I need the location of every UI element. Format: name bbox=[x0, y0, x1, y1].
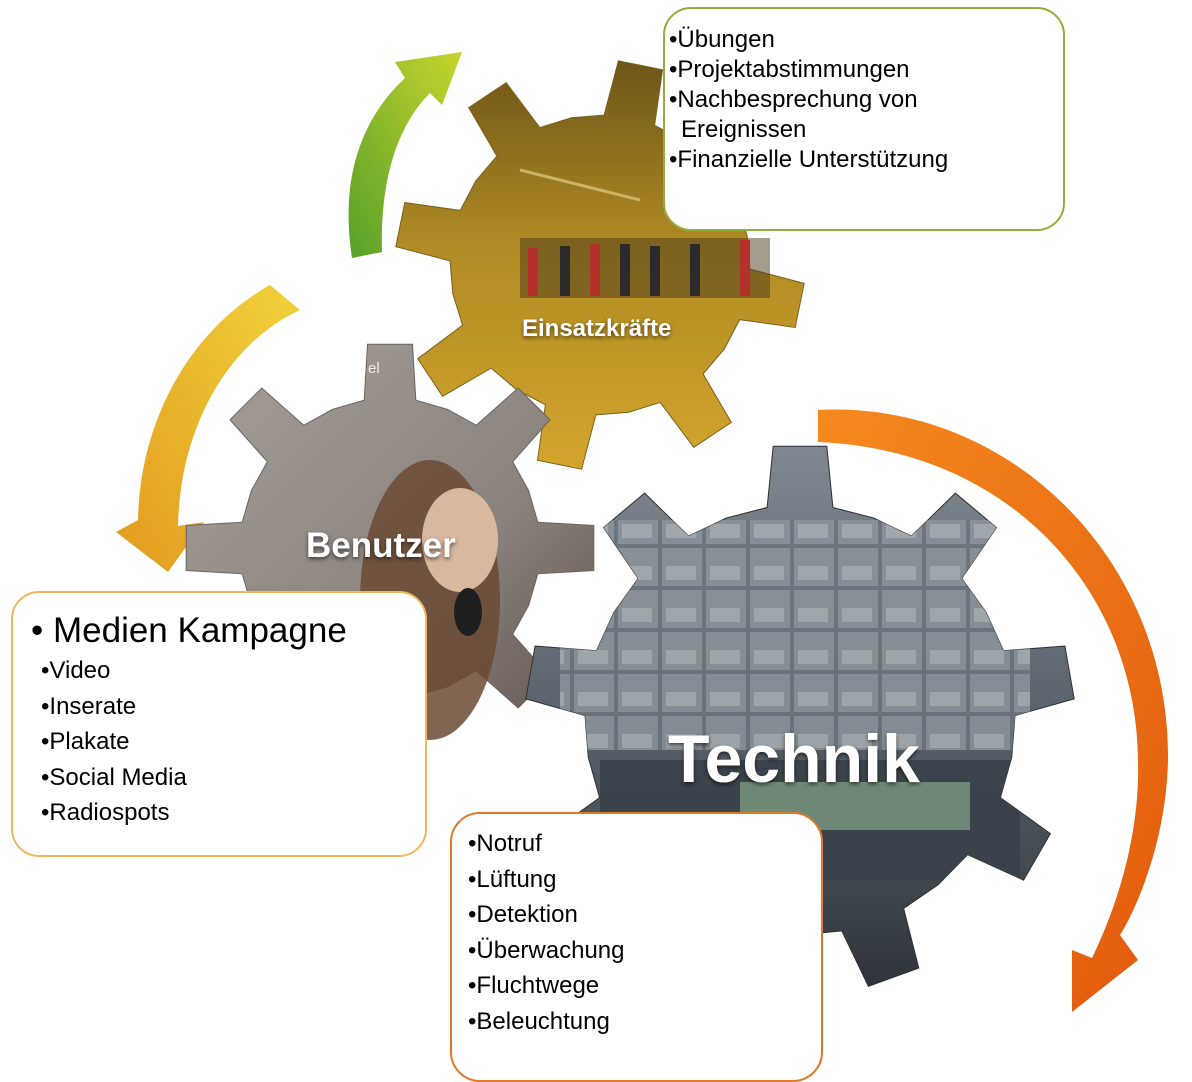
list-item: Plakate bbox=[41, 724, 415, 760]
box-heading: • Medien Kampagne bbox=[31, 611, 347, 650]
list-item: Nachbesprechung von bbox=[669, 85, 1053, 115]
benutzer-info-box: • Medien Kampagne Video Inserate Plakate… bbox=[11, 591, 427, 857]
green-cycle-arrow bbox=[348, 52, 462, 258]
list-item: Ereignissen bbox=[681, 116, 807, 143]
list-item: Social Media bbox=[41, 760, 415, 796]
list-item: Lüftung bbox=[468, 862, 811, 898]
list-item: Fluchtwege bbox=[468, 968, 811, 1004]
benutzer-gear-label: Benutzer bbox=[306, 526, 456, 565]
photo-fragment-text: el bbox=[368, 360, 380, 377]
list-item: Notruf bbox=[468, 826, 811, 862]
list-item: Übungen bbox=[669, 25, 1053, 55]
technik-info-box: Notruf Lüftung Detektion Überwachung Flu… bbox=[450, 812, 823, 1082]
list-item: Radiospots bbox=[41, 795, 415, 831]
list-item: Inserate bbox=[41, 689, 415, 725]
orange-cycle-arrow bbox=[818, 409, 1169, 1013]
einsatz-info-box: Übungen Projektabstimmungen Nachbesprech… bbox=[663, 7, 1065, 231]
list-item: Detektion bbox=[468, 897, 811, 933]
monitor-wall bbox=[560, 520, 1030, 750]
list-item: Projektabstimmungen bbox=[669, 55, 1053, 85]
yellow-cycle-arrow bbox=[116, 285, 300, 572]
list-item: Video bbox=[41, 653, 415, 689]
list-item: Überwachung bbox=[468, 933, 811, 969]
tunnel-crew-scene bbox=[519, 168, 770, 298]
einsatz-gear-label: Einsatzkräfte bbox=[522, 315, 672, 342]
list-item: Beleuchtung bbox=[468, 1004, 811, 1040]
technik-gear-label: Technik bbox=[668, 721, 920, 797]
list-item: Finanzielle Unterstützung bbox=[669, 145, 1053, 175]
